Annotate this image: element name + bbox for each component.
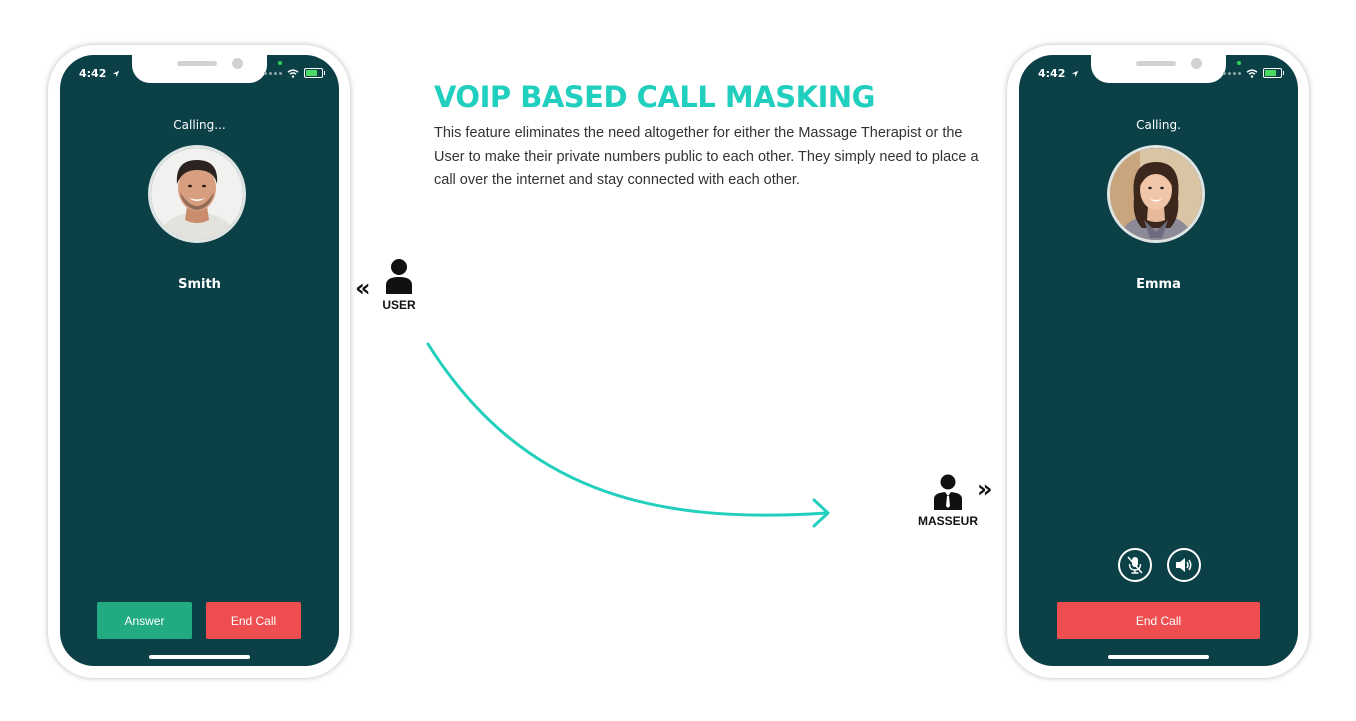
double-chevron-left-icon: « [355,274,371,302]
speaker-button[interactable] [1167,548,1201,582]
location-arrow-icon [1072,70,1079,78]
speaker-icon [1176,558,1192,572]
mute-button[interactable] [1118,548,1152,582]
location-arrow-icon [113,70,120,78]
caller-avatar [1107,145,1205,243]
feature-headline: VOIP BASED CALL MASKING [434,80,875,114]
end-call-button[interactable]: End Call [206,602,301,639]
caller-name: Smith [178,277,221,292]
caller-name: Emma [1136,277,1181,292]
earpiece [177,61,217,66]
calling-status: Calling... [173,118,226,132]
phone-screen: 4:42 Calling... [60,55,339,666]
front-camera [232,58,243,69]
phone-screen: 4:42 Calling. [1019,55,1298,666]
status-time-text: 4:42 [1038,67,1066,80]
masseur-label: MASSEUR [917,514,978,528]
phone-notch [132,55,267,83]
wifi-icon [1246,68,1258,78]
user-role-marker: USER [378,258,420,312]
wifi-icon [287,68,299,78]
double-chevron-right-icon: » [977,475,993,503]
status-icons [1223,68,1284,78]
mute-mic-icon [1127,556,1143,574]
masseur-role-marker: MASSEUR [914,474,982,528]
caller-avatar [148,145,246,243]
status-time-text: 4:42 [79,67,107,80]
signal-icon [1223,71,1241,75]
user-label: USER [382,298,416,312]
answer-button[interactable]: Answer [97,602,192,639]
battery-icon [304,68,325,78]
male-portrait-image [151,148,243,240]
status-time: 4:42 [79,67,120,80]
status-icons [264,68,325,78]
earpiece [1136,61,1176,66]
home-indicator [149,655,250,659]
user-icon [386,259,412,294]
businessman-icon [934,474,962,510]
front-camera [1191,58,1202,69]
female-portrait-image [1110,148,1202,240]
phone-user: 4:42 Calling... [48,45,350,678]
home-indicator [1108,655,1209,659]
phone-notch [1091,55,1226,83]
camera-indicator [1237,61,1241,65]
status-time: 4:42 [1038,67,1079,80]
calling-status: Calling. [1136,118,1181,132]
phone-masseur: 4:42 Calling. [1007,45,1309,678]
battery-icon [1263,68,1284,78]
camera-indicator [278,61,282,65]
end-call-button[interactable]: End Call [1057,602,1260,639]
signal-icon [264,71,282,75]
feature-description: This feature eliminates the need altoget… [434,125,979,188]
